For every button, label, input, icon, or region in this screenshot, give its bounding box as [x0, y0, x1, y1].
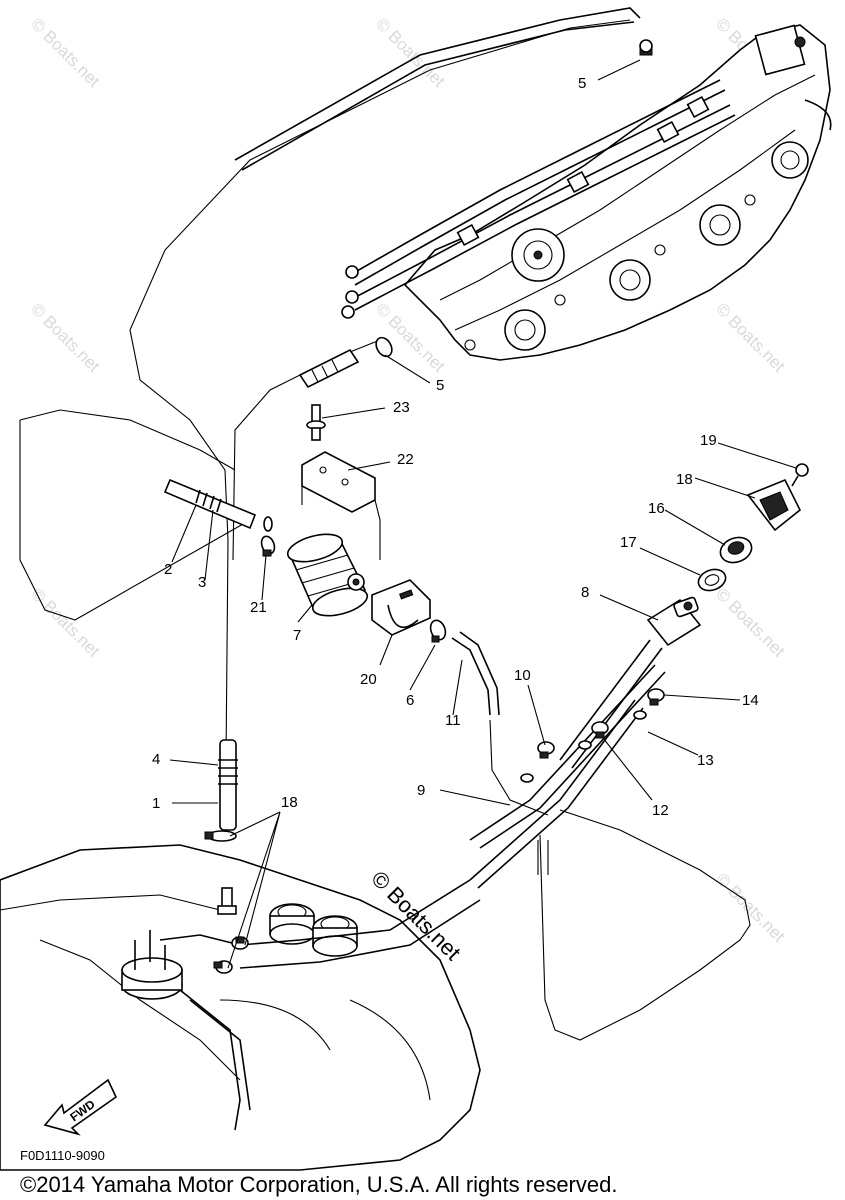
callout-20: 20: [360, 671, 377, 688]
bolt-icon: [306, 404, 326, 441]
clamp-icon: [537, 741, 555, 759]
fuel-tank-icon: [0, 844, 481, 1171]
callout-23: 23: [393, 399, 410, 416]
callout-17: 18: [676, 471, 693, 488]
clamp-icon: [647, 688, 665, 706]
watermark-tile: © Boats.net: [712, 299, 789, 376]
cover-plate-icon: [746, 478, 802, 532]
callout-10: 10: [514, 667, 531, 684]
callout-2: 2: [164, 561, 172, 578]
callout-7: 7: [293, 627, 301, 644]
callout-14: 14: [742, 692, 759, 709]
clamp-icon: [429, 619, 447, 643]
hose-connector-icon: [298, 336, 393, 389]
callout-1: 1: [152, 795, 160, 812]
bracket-icon: [301, 451, 381, 560]
callout-11: 11: [445, 712, 461, 729]
watermark-tile: © Boats.net: [27, 299, 104, 376]
engine-block-icon: [341, 24, 832, 361]
seal-ring-icon: [697, 568, 727, 592]
callout-5-top: 5: [578, 75, 586, 92]
callout-16: 17: [620, 534, 637, 551]
watermark-tile: © Boats.net: [712, 584, 789, 661]
callout-13: 13: [697, 752, 714, 769]
callout-12: 12: [652, 802, 669, 819]
fuel-fitting-icon: [559, 596, 702, 769]
fwd-arrow-icon: FWD: [43, 1078, 118, 1136]
drawing-code: F0D1110-9090: [20, 1148, 105, 1163]
fuel-hose-icon: [218, 739, 238, 831]
callout-15: 16: [648, 500, 665, 517]
callout-21: 22: [397, 451, 414, 468]
grommet-icon: [719, 536, 753, 564]
filter-holder-icon: [371, 579, 431, 636]
callout-19: 18: [281, 794, 298, 811]
callout-3: 3: [198, 574, 206, 591]
callout-9: 9: [417, 782, 425, 799]
watermark-tile: © Boats.net: [27, 584, 104, 661]
copyright-notice: ©2014 Yamaha Motor Corporation, U.S.A. A…: [20, 1172, 617, 1197]
watermark-tile: © Boats.net: [712, 869, 789, 946]
leader-lines: [169, 59, 797, 969]
clamp-icon: [204, 830, 237, 842]
watermark-tile: © Boats.net: [27, 14, 104, 91]
clamp-icon: [591, 721, 609, 739]
screw-icon: [791, 463, 809, 487]
callout-labels: 5 5 23 22 19 18 16 17 2 3 8 21 7 20 10 6…: [152, 75, 759, 819]
callout-6: 6: [406, 692, 414, 709]
callout-8: 8: [581, 584, 589, 601]
clamp-icon: [260, 535, 276, 557]
callout-4: 4: [152, 751, 160, 768]
fuel-hose-icon: [163, 478, 273, 532]
callout-22: 21: [250, 599, 267, 616]
callout-5-mid: 5: [436, 377, 444, 394]
fuel-filter-icon: [286, 533, 369, 617]
callout-18: 19: [700, 432, 717, 449]
